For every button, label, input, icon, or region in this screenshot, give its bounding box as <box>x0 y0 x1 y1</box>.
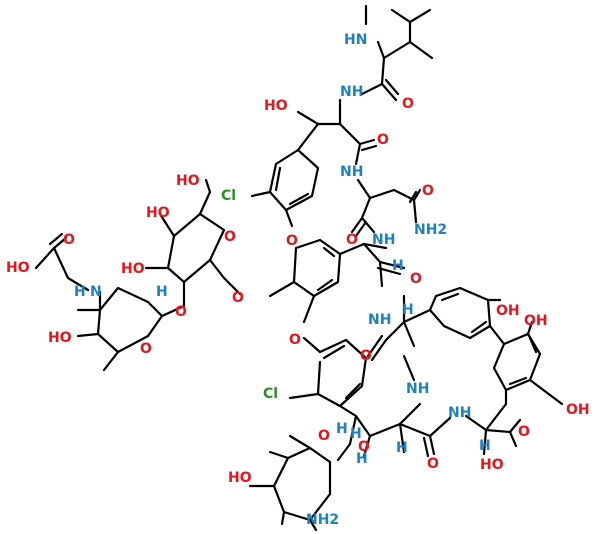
oxygen-label: O <box>346 232 358 248</box>
hydrogen-label: H <box>396 440 408 456</box>
hydrogen-label: H <box>156 284 168 300</box>
chlorine-label: Cl <box>221 188 236 204</box>
oxygen-label: O <box>140 341 152 357</box>
oxygen-label: OH <box>496 303 520 319</box>
nitrogen-label: NH <box>368 312 391 328</box>
oxygen-label: O <box>427 456 439 472</box>
oxygen-label: HO <box>6 260 30 276</box>
chlorine-label: Cl <box>263 386 278 402</box>
oxygen-label: O <box>422 183 434 199</box>
nitrogen-label: NH <box>406 381 429 397</box>
oxygen-label: O <box>175 304 187 320</box>
oxygen-label: HO <box>228 470 252 486</box>
nitrogen-label: NH <box>340 84 363 100</box>
oxygen-label: O <box>232 290 244 306</box>
oxygen-label: O <box>377 132 389 148</box>
nitrogen-label: HN <box>344 32 367 48</box>
oxygen-label: HO <box>146 205 170 221</box>
nitrogen-label: NH <box>448 405 471 421</box>
hydrogen-label: H <box>350 426 362 442</box>
oxygen-label: O <box>518 424 530 440</box>
hydrogen-label: H <box>74 284 86 300</box>
oxygen-label: HO <box>48 330 72 346</box>
oxygen-label: O <box>63 232 75 248</box>
oxygen-label: O <box>402 96 414 112</box>
oxygen-label: OH <box>566 402 590 418</box>
oxygen-label: O <box>360 348 372 364</box>
hydrogen-label: H <box>356 451 368 467</box>
oxygen-label: HO <box>264 98 288 114</box>
nitrogen-label: NH2 <box>414 222 447 238</box>
oxygen-label: O <box>224 229 236 245</box>
hydrogen-label: H <box>336 421 348 437</box>
hydrogen-label: H <box>479 438 491 454</box>
hydrogen-label: H <box>392 258 404 274</box>
oxygen-label: HO <box>480 457 504 473</box>
atom-labels: HN NH O HO O NH Cl O NH2 O HO HO HO O O … <box>6 32 590 528</box>
oxygen-label: O <box>289 332 301 348</box>
bond-skeleton <box>34 4 564 532</box>
oxygen-label: HO <box>176 173 200 189</box>
oxygen-label: O <box>358 439 370 455</box>
nitrogen-label: NH <box>372 232 395 248</box>
oxygen-label: O <box>410 271 422 287</box>
oxygen-label: HO <box>121 261 145 277</box>
hydrogen-label: H <box>402 302 414 318</box>
nitrogen-label: NH2 <box>306 512 339 528</box>
oxygen-label: O <box>318 428 330 444</box>
nitrogen-label: N <box>90 284 102 300</box>
oxygen-label: OH <box>524 313 548 329</box>
nitrogen-label: NH <box>340 164 363 180</box>
oxygen-label: O <box>286 233 298 249</box>
